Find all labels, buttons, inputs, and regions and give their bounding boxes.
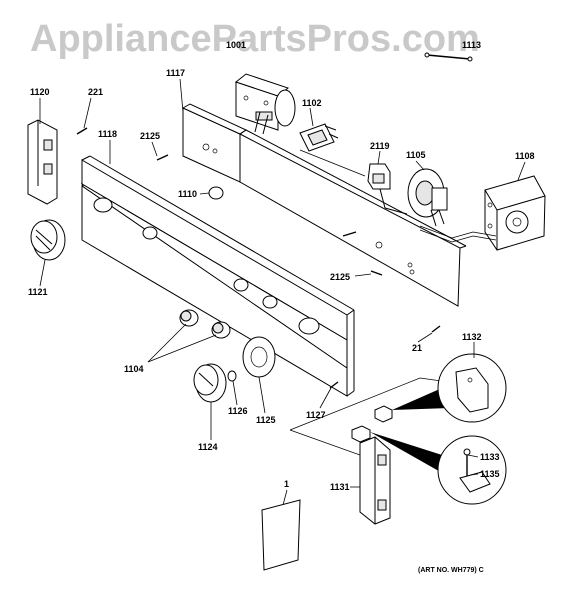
label-1120: 1120 [30, 87, 50, 97]
label-2125-top: 2125 [140, 131, 160, 141]
label-1124: 1124 [198, 442, 218, 452]
label-1113: 1113 [462, 40, 481, 50]
label-1001: 1001 [226, 40, 246, 50]
label-1135: 1135 [480, 469, 500, 479]
knob-1110 [208, 186, 224, 200]
watermark-text: AppliancePartsPros.com [30, 18, 480, 60]
label-1127: 1127 [306, 410, 326, 420]
label-2119: 2119 [370, 141, 390, 151]
label-1118: 1118 [98, 129, 117, 139]
clips [351, 388, 450, 474]
control-switch-1001 [234, 73, 296, 135]
knobs-1104 [179, 309, 231, 339]
leader-lines [39, 78, 526, 506]
label-21: 21 [412, 343, 422, 353]
manual-1 [261, 499, 301, 571]
label-1108: 1108 [515, 151, 535, 161]
rear-bracket-1117 [181, 103, 467, 307]
knob-1121 [30, 219, 66, 261]
label-1131: 1131 [330, 482, 350, 492]
control-panel-1118 [80, 155, 355, 397]
end-cap-1131 [359, 436, 391, 525]
label-1133: 1133 [480, 452, 500, 462]
dial-1125 [242, 336, 276, 378]
label-1110: 1110 [178, 189, 197, 199]
callout-1132 [437, 353, 507, 423]
knob-1124 [193, 363, 227, 403]
screws [76, 127, 441, 389]
callout-1135 [437, 435, 507, 505]
label-1: 1 [284, 479, 289, 489]
switch-1102 [299, 123, 339, 152]
label-1121: 1121 [28, 287, 48, 297]
switch-1105 [407, 168, 448, 227]
label-1117: 1117 [166, 68, 185, 78]
label-1105: 1105 [406, 150, 426, 160]
art-number: (ART NO. WH779) C [418, 567, 484, 574]
label-2125-bottom: 2125 [330, 272, 350, 282]
end-cap-1120 [27, 119, 58, 205]
module-2119 [367, 163, 408, 215]
washer-1126 [227, 370, 237, 382]
timer-1108 [484, 175, 546, 251]
label-1102: 1102 [302, 98, 322, 108]
label-221: 221 [88, 87, 103, 97]
label-1132: 1132 [462, 332, 482, 342]
wire-1113 [424, 52, 473, 62]
label-1125: 1125 [256, 415, 276, 425]
part-labels: 1120 221 1118 1117 1001 2125 1110 1102 2… [28, 40, 535, 492]
wiring-harness [299, 149, 497, 243]
label-1126: 1126 [228, 406, 248, 416]
label-1104: 1104 [124, 364, 144, 374]
